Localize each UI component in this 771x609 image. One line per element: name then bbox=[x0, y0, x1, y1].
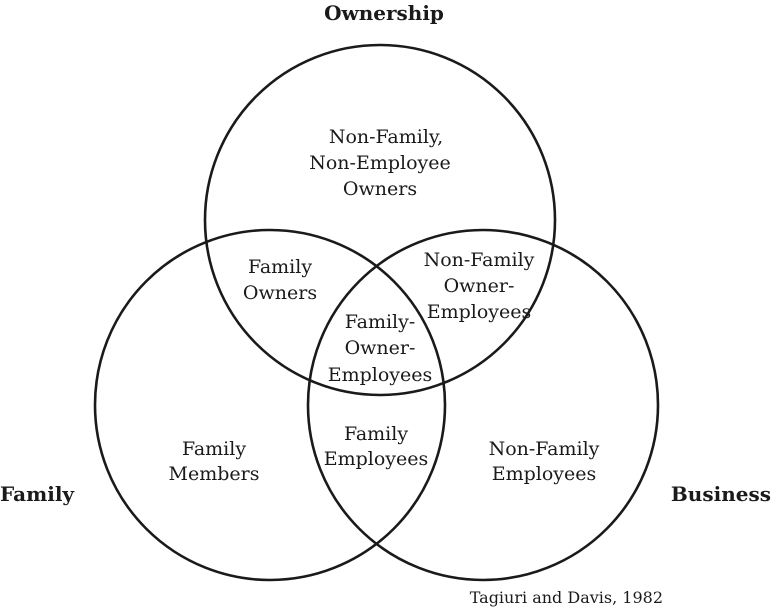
business-circle bbox=[306, 228, 660, 582]
citation: Tagiuri and Davis, 1982 bbox=[470, 588, 663, 607]
region-line: Non-Family bbox=[489, 438, 600, 460]
region-non-family-owner-employees: Non-Family Owner- Employees bbox=[424, 249, 535, 323]
region-non-family-employees: Non-Family Employees bbox=[489, 438, 600, 485]
region-line: Employees bbox=[324, 448, 429, 470]
region-line: Owner- bbox=[345, 337, 416, 359]
region-family-owners: Family Owners bbox=[243, 256, 317, 304]
region-line: Family- bbox=[345, 311, 416, 333]
region-line: Owner- bbox=[444, 275, 515, 297]
region-line: Employees bbox=[427, 301, 532, 323]
region-line: Family bbox=[248, 256, 312, 278]
region-line: Members bbox=[169, 463, 260, 485]
ownership-circle-label: Ownership bbox=[324, 1, 444, 25]
ownership-circle bbox=[203, 43, 557, 397]
region-line: Employees bbox=[492, 463, 597, 485]
region-line: Non-Family bbox=[424, 249, 535, 271]
family-circle bbox=[93, 228, 447, 582]
region-line: Family bbox=[182, 438, 246, 460]
region-line: Non-Family, bbox=[329, 126, 443, 148]
region-line: Family bbox=[344, 423, 408, 445]
business-circle-label: Business bbox=[671, 482, 771, 506]
family-circle-label: Family bbox=[0, 482, 75, 506]
region-line: Employees bbox=[328, 364, 433, 386]
region-line: Owners bbox=[243, 282, 317, 304]
region-family-owner-employees: Family- Owner- Employees bbox=[328, 311, 433, 386]
region-non-family-non-employee-owners: Non-Family, Non-Employee Owners bbox=[309, 126, 451, 200]
region-family-members: Family Members bbox=[169, 438, 260, 485]
region-family-employees: Family Employees bbox=[324, 423, 429, 470]
region-line: Non-Employee bbox=[309, 152, 451, 174]
region-line: Owners bbox=[343, 178, 417, 200]
